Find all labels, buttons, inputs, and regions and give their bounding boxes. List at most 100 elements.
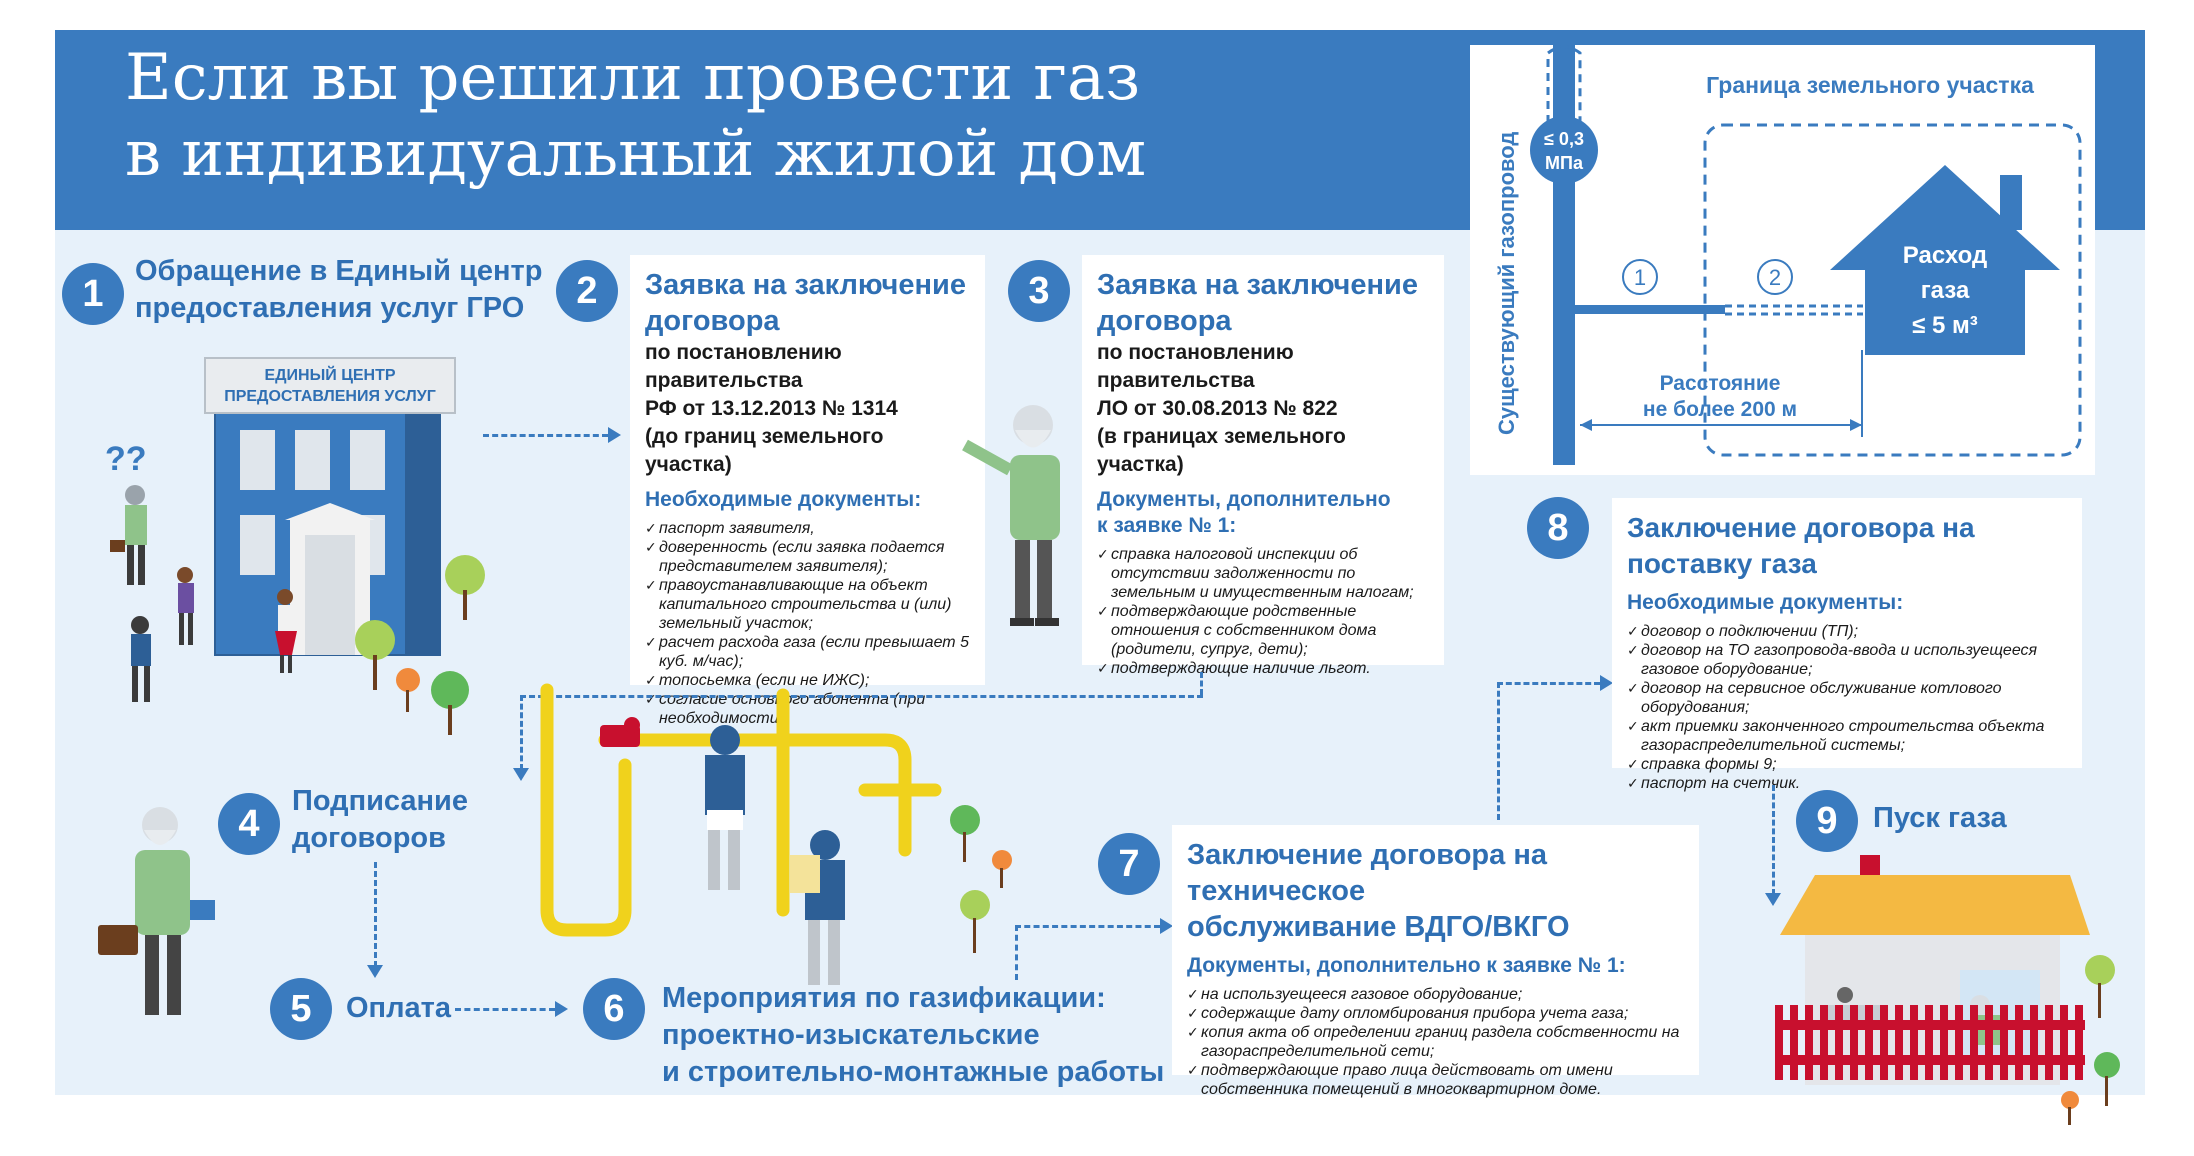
marker-1 <box>1622 259 1658 295</box>
svg-text:1: 1 <box>1634 265 1646 290</box>
list-item: акт приемки законченного строительства о… <box>1627 717 2067 755</box>
arrow-3-to-4-b <box>520 695 1203 698</box>
house-shape <box>1830 165 2060 355</box>
step-5-number: 5 <box>270 978 332 1040</box>
step-2-subtitle: по постановлению правительства РФ от 13.… <box>645 341 898 476</box>
step-2-card: Заявка на заключение договора по постано… <box>630 255 985 727</box>
step-5-title: Оплата <box>346 992 451 1024</box>
step-1-title: Обращение в Единый центр предоставления … <box>135 255 543 324</box>
arrow-7-to-8-a <box>1497 682 1500 820</box>
list-item: подтверждающие право лица действовать от… <box>1187 1061 1684 1099</box>
presenter-illustration <box>962 405 1060 626</box>
arrow-3-to-4-a <box>1200 672 1203 695</box>
svg-text:газа: газа <box>1921 277 1970 304</box>
list-item: правоустанавливающие на объект капитальн… <box>645 576 970 633</box>
arrow-7-to-8-head <box>1600 675 1613 691</box>
gas-pipes-illustration <box>540 683 942 985</box>
man-with-briefcase-illustration <box>98 807 215 1015</box>
svg-text:ЕДИНЫЙ ЦЕНТР: ЕДИНЫЙ ЦЕНТР <box>264 365 395 384</box>
step-8-docs-list: договор о подключении (ТП); договор на Т… <box>1627 622 2067 793</box>
step-3-number: 3 <box>1008 260 1070 322</box>
arrow-7-to-8-b <box>1497 682 1600 685</box>
step-6-title: Мероприятия по газификации: проектно-изы… <box>662 982 1165 1088</box>
gas-connection-schema: ≤ 0,3 МПа Существующий газопровод 1 2 Гр… <box>1494 45 2082 465</box>
list-item: паспорт на счетчик. <box>1627 774 2067 793</box>
arrow-3-to-4-head <box>513 768 529 781</box>
list-item: содержащие дату опломбирования прибора у… <box>1187 1004 1684 1023</box>
pressure-badge <box>1530 116 1598 184</box>
list-item: топосьемка (если не ИЖС); <box>645 671 970 690</box>
pressure-line2: МПа <box>1545 153 1584 173</box>
red-fence <box>1775 1005 2085 1080</box>
step-2-number: 2 <box>556 260 618 322</box>
list-item: договор на ТО газопровода-ввода и исполь… <box>1627 641 2067 679</box>
step-9-number: 9 <box>1796 790 1858 852</box>
svg-text:2: 2 <box>1769 265 1781 290</box>
pressure-line1: ≤ 0,3 <box>1544 129 1584 149</box>
list-item: договор на сервисное обслуживание котлов… <box>1627 679 2067 717</box>
list-item: подтверждающие родственные отношения с с… <box>1097 602 1429 659</box>
step-3-docs-title: Документы, дополнительно к заявке № 1: <box>1097 488 1391 537</box>
service-center-illustration: ЕДИНЫЙ ЦЕНТР ПРЕДОСТАВЛЕНИЯ УСЛУГ ?? <box>105 357 485 735</box>
svg-text:ПРЕДОСТАВЛЕНИЯ УСЛУГ: ПРЕДОСТАВЛЕНИЯ УСЛУГ <box>224 388 436 405</box>
arrow-1-to-2 <box>483 434 608 437</box>
arrow-4-to-5-head <box>367 965 383 978</box>
arrow-3-to-4-c <box>520 695 523 770</box>
step-2-title: Заявка на заключение договора <box>645 269 966 337</box>
person-woman <box>275 589 297 673</box>
svg-text:≤ 5 м³: ≤ 5 м³ <box>1912 312 1978 339</box>
arrow-6-to-7-a <box>1015 925 1018 980</box>
step-8-docs-title: Необходимые документы: <box>1627 591 1904 614</box>
step-6-number: 6 <box>583 978 645 1040</box>
marker-2 <box>1757 259 1793 295</box>
step-8-number: 8 <box>1527 497 1589 559</box>
house-gas-launch-illustration <box>1775 855 2120 1125</box>
step-8-title: Заключение договора на поставку газа <box>1627 512 1975 579</box>
house-roof <box>1780 875 2090 935</box>
list-item: справка налоговой инспекции об отсутстви… <box>1097 545 1429 602</box>
step-7-docs-title: Документы, дополнительно к заявке № 1: <box>1187 954 1626 977</box>
arrow-4-to-5 <box>374 862 377 967</box>
arrow-8-to-9-head <box>1765 893 1781 906</box>
list-item: паспорт заявителя, <box>645 519 970 538</box>
step-4-title: Подписание договоров <box>292 785 469 854</box>
step-7-title: Заключение договора на техническое обслу… <box>1187 839 1570 943</box>
step-1-number: 1 <box>62 263 124 325</box>
step-3-card: Заявка на заключение договора по постано… <box>1082 255 1444 678</box>
svg-text:Расход: Расход <box>1903 242 1987 269</box>
arrow-1-to-2-head <box>608 427 621 443</box>
arrow-8-to-9 <box>1772 785 1775 895</box>
list-item: справка формы 9; <box>1627 755 2067 774</box>
list-item: подтверждающие наличие льгот. <box>1097 659 1429 678</box>
gas-worker-2 <box>790 830 845 985</box>
step-9-title: Пуск газа <box>1873 802 2007 834</box>
arrow-5-to-6 <box>455 1008 555 1011</box>
header-banner <box>55 30 1465 230</box>
gas-worker-1 <box>705 725 745 890</box>
arrow-5-to-6-head <box>555 1001 568 1017</box>
svg-text:??: ?? <box>105 440 147 478</box>
distance-label-2: не более 200 м <box>1643 398 1797 421</box>
boundary-label: Граница земельного участка <box>1706 72 2034 98</box>
list-item: на используещееся газовое оборудование; <box>1187 985 1684 1004</box>
land-boundary <box>1703 123 2082 457</box>
step-3-subtitle: по постановлению правительства ЛО от 30.… <box>1097 341 1346 476</box>
step-7-card: Заключение договора на техническое обслу… <box>1172 825 1699 1098</box>
list-item: доверенность (если заявка подается предс… <box>645 538 970 576</box>
step-3-docs-list: справка налоговой инспекции об отсутстви… <box>1097 545 1429 678</box>
distance-label-1: Расстояние <box>1660 372 1781 395</box>
step-3-title: Заявка на заключение договора <box>1097 269 1418 337</box>
list-item: расчет расхода газа (если превышает 5 ку… <box>645 633 970 671</box>
arrow-6-to-7-b <box>1015 925 1160 928</box>
trees-middle <box>950 805 1012 953</box>
step-7-docs-list: на используещееся газовое оборудование; … <box>1187 985 1684 1099</box>
step-4-number: 4 <box>218 793 280 855</box>
arrow-6-to-7-head <box>1160 918 1173 934</box>
building-sign <box>204 357 456 414</box>
step-8-card: Заключение договора на поставку газа Нео… <box>1612 498 2082 793</box>
step-2-docs-title: Необходимые документы: <box>645 488 922 511</box>
step-7-number: 7 <box>1098 833 1160 895</box>
pipeline-label: Существующий газопровод <box>1494 132 1519 435</box>
list-item: копия акта об определении границ раздела… <box>1187 1023 1684 1061</box>
branch-pipe-solid <box>1575 305 1725 314</box>
